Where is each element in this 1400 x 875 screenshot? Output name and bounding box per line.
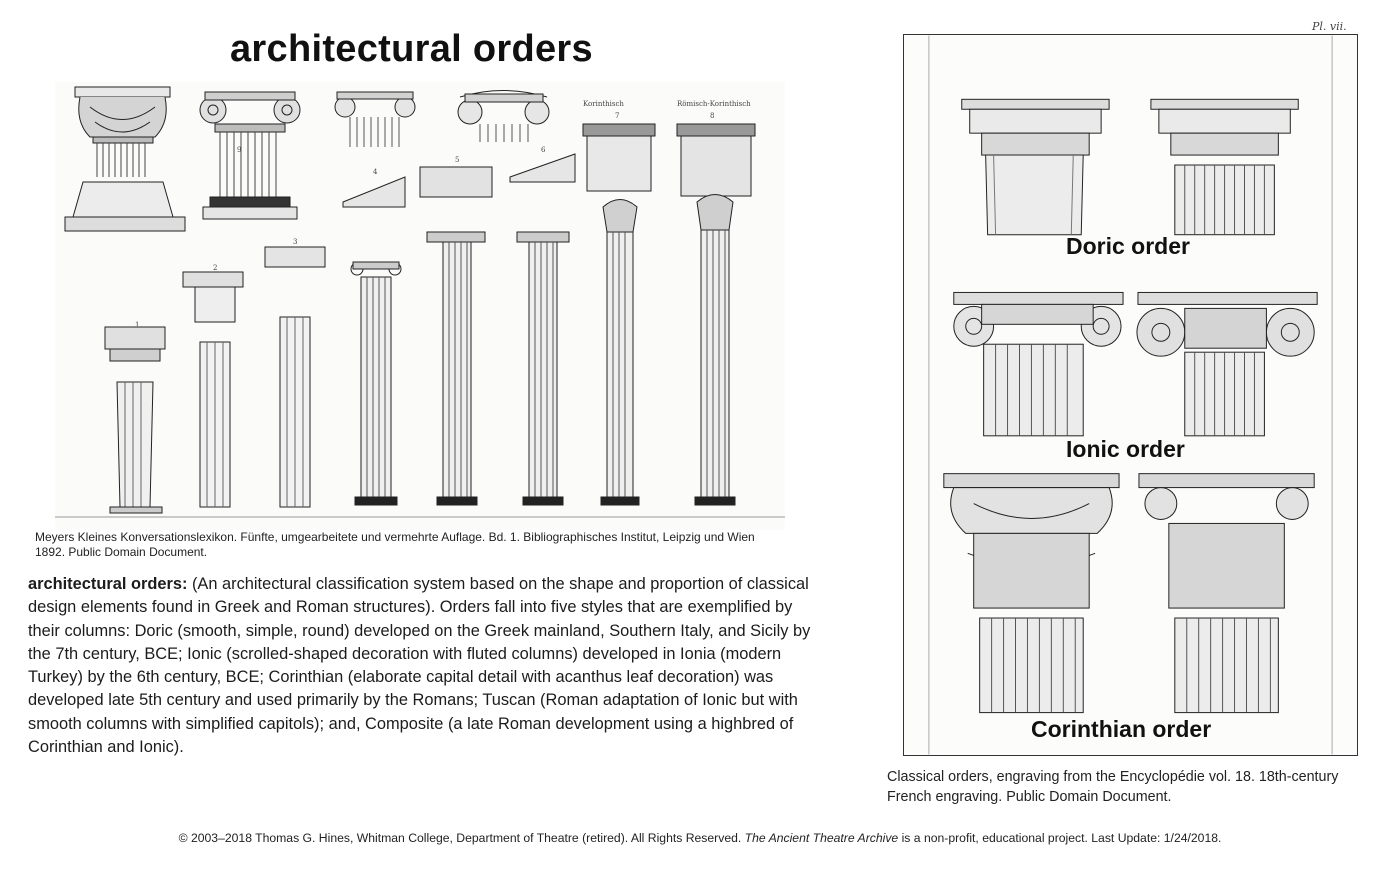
doric-column-illustration — [104, 326, 166, 514]
page-title: architectural orders — [230, 28, 593, 70]
definition-body: (An architectural classification system … — [28, 575, 811, 757]
doric-order-label: Doric order — [1066, 233, 1190, 259]
orders-engraving-left: Korinthisch Römisch-Korinthisch 1 2 3 4 … — [55, 82, 785, 530]
left-image-caption: Meyers Kleines Konversationslexikon. Fün… — [35, 530, 835, 560]
ionic-order-label: Ionic order — [1066, 436, 1185, 462]
column-number-2: 2 — [213, 264, 217, 272]
corinthian-capital-engraving — [943, 473, 1120, 714]
ionic-capital-engraving — [953, 291, 1124, 437]
ionic-column-illustration-1 — [342, 176, 406, 506]
column-number-7: 7 — [615, 112, 619, 120]
header-roemisch-korinthisch: Römisch-Korinthisch — [677, 100, 751, 108]
column-number-9: 9 — [237, 146, 241, 154]
header-korinthisch: Korinthisch — [583, 100, 624, 108]
column-number-3: 3 — [293, 238, 297, 246]
corinthian-order-label: Corinthian order — [1031, 716, 1212, 742]
doric-column-illustration-2 — [182, 271, 244, 508]
orders-engraving-right — [903, 34, 1358, 756]
plate-number: Pl. vii. — [1312, 20, 1347, 33]
ionic-capital-illustration-2 — [334, 91, 416, 147]
tuscan-column-illustration — [264, 246, 326, 508]
column-number-1: 1 — [135, 321, 139, 329]
definition-paragraph: architectural orders: (An architectural … — [28, 573, 828, 759]
footer-text-2: is a non-profit, educational project. La… — [898, 831, 1222, 845]
column-number-4: 4 — [373, 168, 378, 176]
footer-text-1: © 2003–2018 Thomas G. Hines, Whitman Col… — [178, 831, 745, 845]
corinthian-column-illustration — [582, 123, 656, 506]
column-number-5: 5 — [455, 156, 459, 164]
modern-ionic-capital-engraving — [1136, 291, 1318, 437]
ionic-column-illustration-2 — [419, 166, 493, 506]
ionic-capital-illustration-1 — [199, 91, 301, 220]
tuscan-capital-engraving — [961, 98, 1110, 236]
definition-term: architectural orders: — [28, 575, 188, 593]
left-caption-line-2: 1892. Public Domain Document. — [35, 545, 208, 559]
doric-capital-engraving — [1150, 98, 1299, 236]
composite-capital-engraving — [1138, 473, 1315, 714]
footer-archive-name: The Ancient Theatre Archive — [744, 831, 899, 845]
corinthian-capital-illustration — [64, 86, 186, 232]
copyright-footer: © 2003–2018 Thomas G. Hines, Whitman Col… — [0, 831, 1400, 845]
right-image-caption: Classical orders, engraving from the Enc… — [887, 769, 1339, 805]
roman-corinthian-column-illustration — [676, 123, 756, 506]
ionic-capital-illustration-3 — [457, 90, 550, 142]
column-number-8: 8 — [710, 112, 714, 120]
ionic-column-illustration-3 — [509, 153, 576, 506]
column-number-6: 6 — [541, 146, 546, 154]
left-caption-line-1: Meyers Kleines Konversationslexikon. Fün… — [35, 530, 755, 544]
